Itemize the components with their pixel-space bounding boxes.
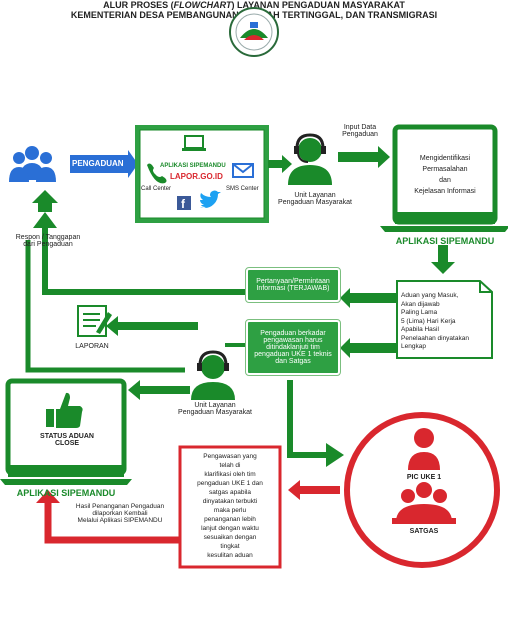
- title-part-pre: ALUR PROSES (: [103, 0, 174, 10]
- input-data-label: Input Data Pengaduan: [342, 124, 378, 138]
- svg-text:f: f: [181, 197, 186, 211]
- pic-uke-icon: [408, 428, 440, 470]
- arrow-response-people: [32, 190, 58, 212]
- arrow-operator-monitor: [128, 380, 190, 400]
- arrow-followup-team: [287, 380, 330, 458]
- unit-layanan-mid-label: Unit Layanan Pengaduan Masyarakat: [178, 402, 252, 416]
- channel-sms-center: SMS Center: [226, 186, 259, 192]
- channel-call-center: Call Center: [141, 186, 172, 192]
- arrow-monitor-note: [431, 245, 455, 274]
- identify-text: Mengidentifikasi Permasalahan dan Kejela…: [414, 155, 476, 195]
- operator-mid-icon: [191, 350, 235, 400]
- operator-top-icon: [288, 133, 332, 185]
- response-label: Respon / Tanggapan dari Pengaduan: [15, 234, 81, 248]
- answered-box: Pertanyaan/Permintaan Informasi (TERJAWA…: [245, 267, 341, 303]
- mail-icon: [232, 163, 254, 178]
- arrow-answered-response: [42, 226, 245, 295]
- result-label: Hasil Penanganan Pengaduan dilaporkan Ke…: [75, 503, 165, 524]
- clarified-box: [178, 445, 282, 569]
- kemendes-logo-icon: [229, 7, 279, 57]
- channel-app-name: APLIKASI SIPEMANDU: [160, 163, 226, 169]
- arrow-note-followup: [340, 338, 397, 358]
- arrow-channels-operator: [268, 155, 292, 173]
- arrow-operator-laporan: [106, 316, 198, 336]
- pengaduan-label: PENGADUAN: [72, 159, 124, 168]
- pengaduan-arrow: [70, 150, 138, 178]
- arrow-team-clarified: [288, 480, 340, 500]
- clarified-text: Pengawasan yang telah di klarifikasi ole…: [197, 453, 263, 559]
- pic-uke-label: PIC UKE 1: [406, 474, 442, 481]
- app-right-label: APLIKASI SIPEMANDU: [395, 236, 495, 246]
- facebook-icon: f: [177, 196, 191, 211]
- page-title-line1: ALUR PROSES (FLOWCHART) LAYANAN PENGADUA…: [0, 0, 508, 10]
- title-part-post: ) LAYANAN PENGADUAN MASYARAKAT: [231, 0, 405, 10]
- twitter-icon: [200, 190, 221, 208]
- satgas-icon: [392, 482, 456, 524]
- arrow-operator-response: [25, 240, 185, 373]
- satgas-label: SATGAS: [409, 528, 439, 535]
- arrow-operator-identify: [338, 146, 390, 168]
- thumbs-up-icon: [46, 392, 83, 428]
- status-close-label: STATUS ADUAN CLOSE: [40, 433, 94, 447]
- arrow-note-answered: [340, 288, 397, 308]
- document-note-text: Aduan yang Masuk, Akan dijawab Paling La…: [401, 292, 469, 350]
- arrow-clarified-app: [44, 500, 180, 544]
- laporan-label: LAPORAN: [75, 343, 109, 350]
- title-part-em: FLOWCHART: [173, 0, 232, 10]
- report-icon: [77, 305, 112, 337]
- laptop-icon: [182, 135, 206, 151]
- unit-layanan-top-label: Unit Layanan Pengaduan Masyarakat: [278, 192, 352, 206]
- app-left-label: APLIKASI SIPEMANDU: [16, 488, 116, 498]
- citizens-icon: [9, 146, 56, 182]
- channel-site: LAPOR.GO.ID: [170, 172, 223, 181]
- phone-icon: [147, 163, 167, 184]
- followup-box: Pengaduan berkadar pengawasan harus diti…: [245, 319, 341, 376]
